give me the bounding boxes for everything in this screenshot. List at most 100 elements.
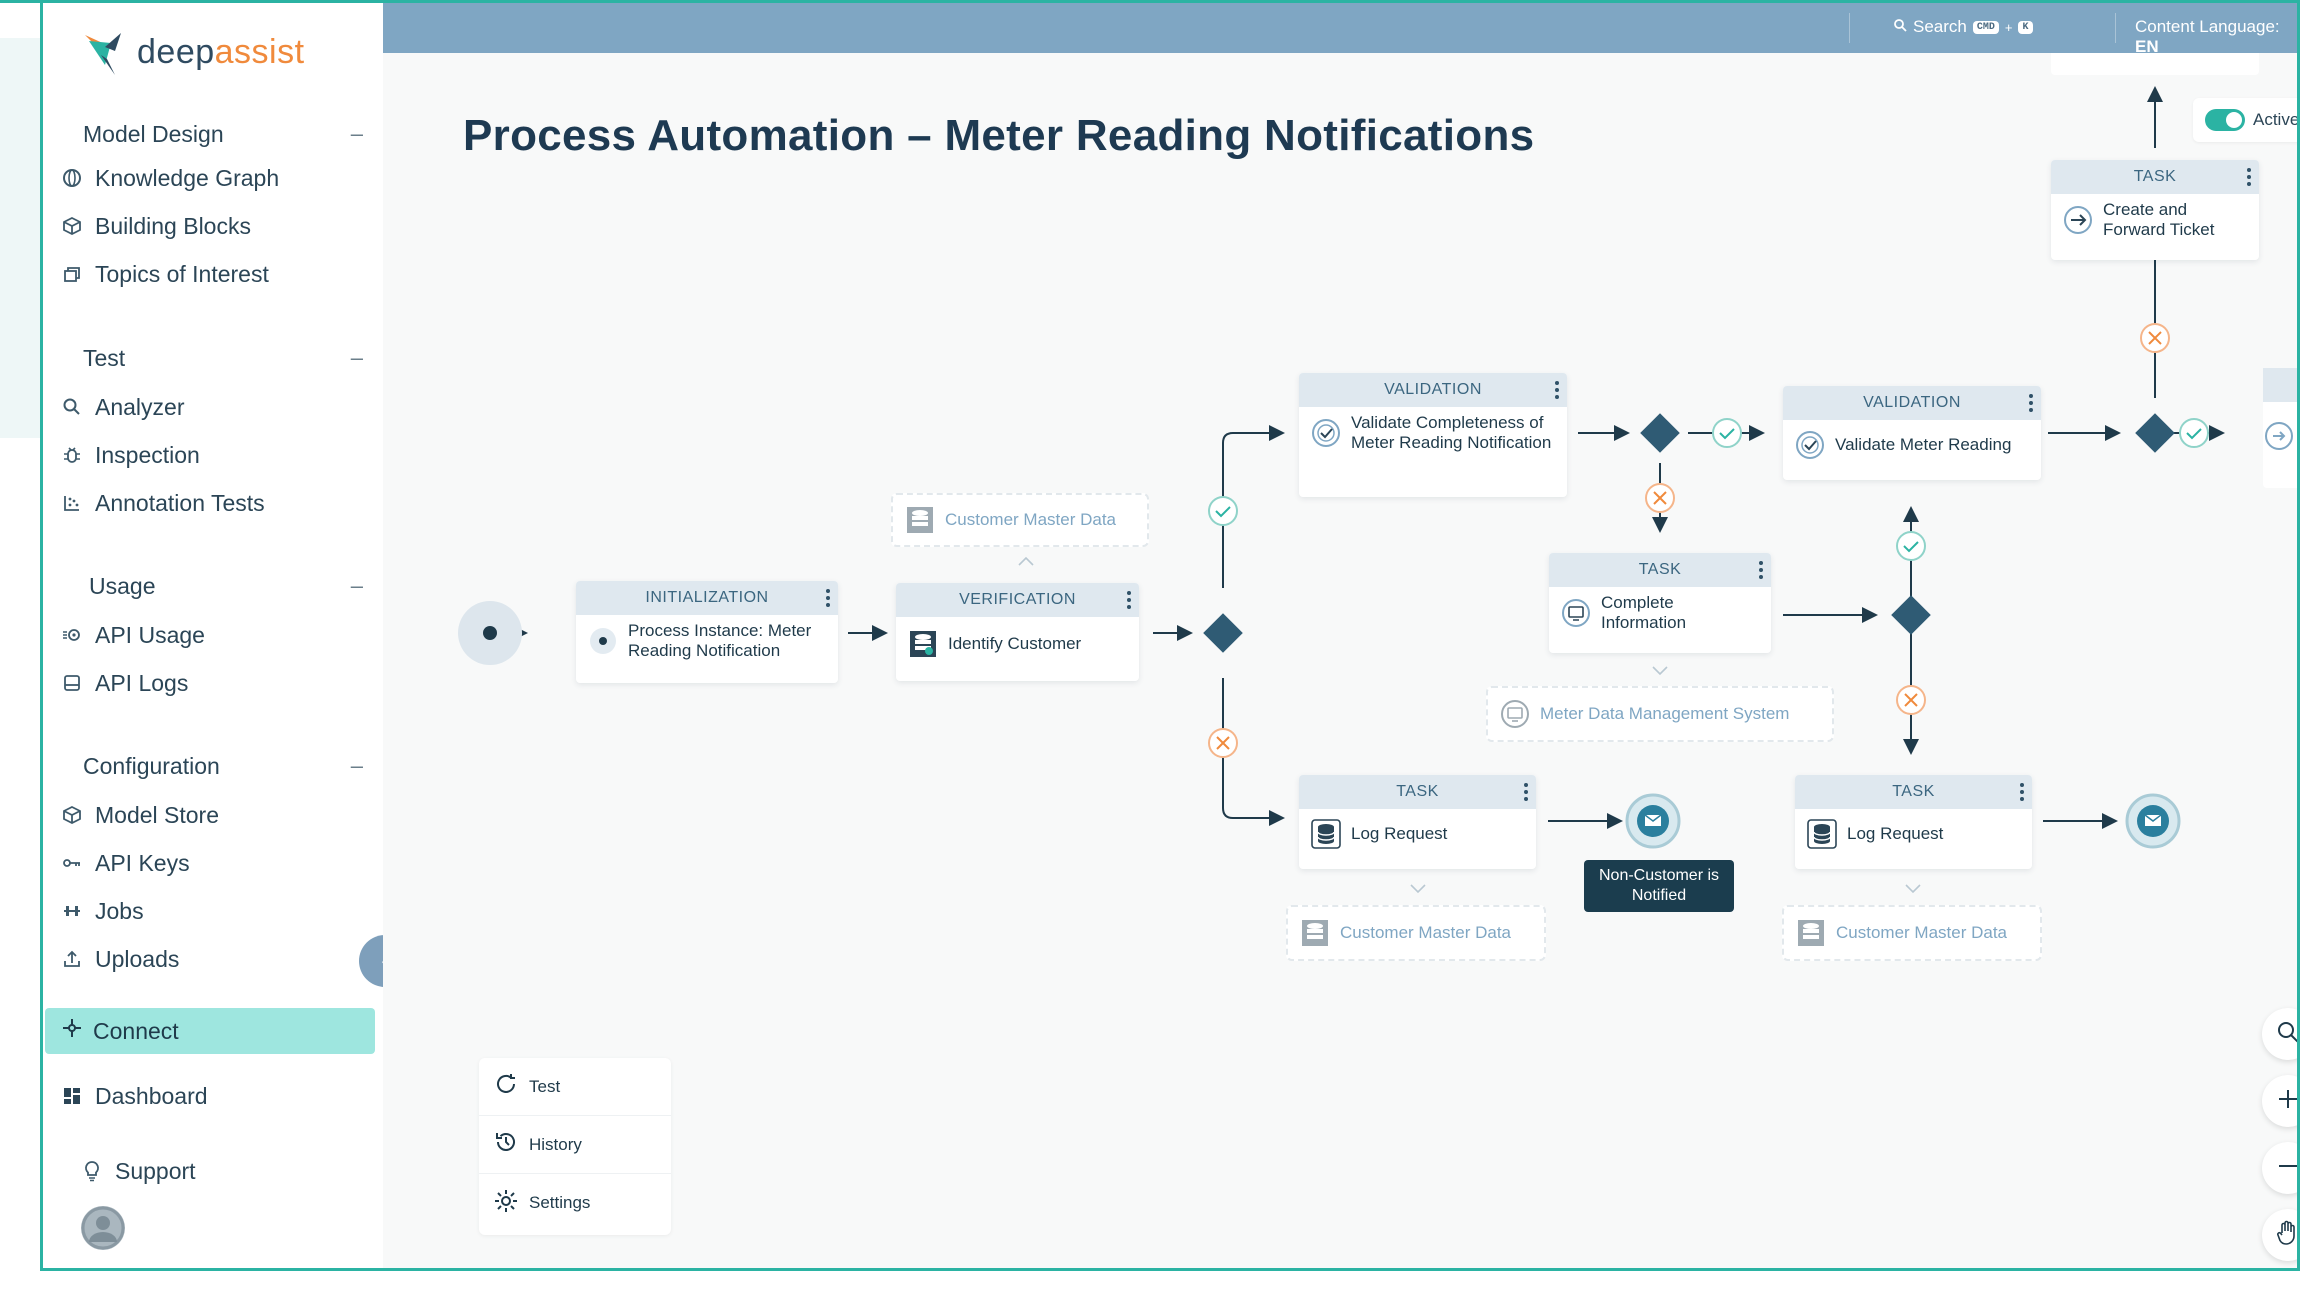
section-usage[interactable]: Usage – (83, 573, 373, 600)
divider (1849, 13, 1850, 43)
pan-tool-button[interactable] (2262, 1209, 2297, 1261)
stack-icon (61, 263, 83, 285)
shortcut-key-cmd: CMD (1972, 20, 1999, 34)
sidebar-item-label: Knowledge Graph (95, 164, 280, 191)
node-label: Log Request (1847, 824, 1944, 843)
sidebar-item-topics-of-interest[interactable]: Topics of Interest (61, 257, 269, 291)
process-node-log-request[interactable]: TASK Log Request (1795, 775, 2032, 869)
sidebar-item-label: API Usage (95, 621, 205, 648)
sidebar-item-support[interactable]: Support (81, 1154, 196, 1188)
content-language-selector[interactable]: Content Language: EN (2135, 17, 2297, 57)
data-store-customer-master-data[interactable]: Customer Master Data (891, 493, 1149, 547)
section-model-design[interactable]: Model Design – (83, 121, 373, 148)
more-options-icon[interactable] (2247, 168, 2251, 186)
chart-icon (61, 492, 83, 514)
history-button[interactable]: History (479, 1116, 671, 1174)
cube-icon (61, 215, 83, 237)
background-decoration (0, 38, 40, 438)
page-title: Process Automation – Meter Reading Notif… (463, 111, 1535, 160)
monitor-icon (1561, 598, 1591, 628)
process-node-validate-meter-reading[interactable]: VALIDATION Validate Meter Reading (1783, 386, 2041, 480)
sidebar-item-uploads[interactable]: Uploads (61, 942, 179, 976)
more-options-icon[interactable] (826, 589, 830, 607)
shortcut-key-k: K (2018, 20, 2033, 34)
sidebar-item-building-blocks[interactable]: Building Blocks (61, 209, 251, 243)
gear-icon (493, 1188, 519, 1219)
process-canvas[interactable]: Process Automation – Meter Reading Notif… (383, 53, 2300, 1268)
database-user-icon (908, 629, 938, 659)
sidebar-item-api-logs[interactable]: API Logs (61, 666, 188, 700)
sidebar-item-api-usage[interactable]: API Usage (61, 618, 205, 652)
data-store-customer-master-data[interactable]: Customer Master Data (1782, 905, 2042, 961)
collapse-section-icon[interactable]: – (350, 345, 363, 370)
language-label: Content Language: (2135, 17, 2280, 36)
monitor-icon (1500, 699, 1530, 729)
sidebar-item-dashboard[interactable]: Dashboard (61, 1079, 208, 1113)
process-node-complete-information[interactable]: TASK Complete Information (1549, 553, 1771, 653)
process-node-log-request[interactable]: TASK Log Request (1299, 775, 1536, 869)
sidebar-item-jobs[interactable]: Jobs (61, 894, 144, 928)
data-store-meter-data-management-system[interactable]: Meter Data Management System (1486, 686, 1834, 742)
section-title: Configuration (83, 753, 220, 779)
sidebar-item-label: Connect (93, 1017, 179, 1044)
sidebar-item-model-store[interactable]: Model Store (61, 798, 219, 832)
test-button[interactable]: Test (479, 1058, 671, 1116)
search-canvas-button[interactable] (2262, 1008, 2297, 1060)
node-label: Log Request (1351, 824, 1448, 843)
menu-item-label: History (529, 1134, 582, 1154)
more-options-icon[interactable] (2020, 783, 2024, 801)
search-button[interactable]: Search CMD + K (1893, 17, 2033, 37)
process-node-offscreen (2051, 53, 2259, 75)
more-options-icon[interactable] (1524, 783, 1528, 801)
sidebar-item-label: Analyzer (95, 393, 185, 420)
process-node-initialization[interactable]: INITIALIZATION Process Instance: Meter R… (576, 581, 838, 683)
active-toggle[interactable]: Active (2193, 98, 2300, 142)
sidebar-item-api-keys[interactable]: API Keys (61, 846, 190, 880)
data-store-customer-master-data[interactable]: Customer Master Data (1286, 905, 1546, 961)
user-avatar[interactable] (81, 1206, 125, 1250)
toggle-switch[interactable] (2205, 109, 2245, 131)
arrow-right-circle-icon (2063, 205, 2093, 235)
sidebar-item-label: Topics of Interest (95, 260, 269, 287)
status-label: Active (2253, 110, 2300, 129)
node-label: Identify Customer (948, 634, 1082, 653)
data-store-label: Customer Master Data (1340, 923, 1511, 942)
more-options-icon[interactable] (1127, 591, 1131, 609)
settings-button[interactable]: Settings (479, 1174, 671, 1232)
sidebar-item-inspection[interactable]: Inspection (61, 438, 200, 472)
database-user-icon (1796, 918, 1826, 948)
collapse-section-icon[interactable]: – (350, 121, 363, 146)
refresh-icon (493, 1071, 519, 1102)
more-options-icon[interactable] (2029, 394, 2033, 412)
sidebar: deepassist Model Design – Knowledge Grap… (43, 3, 383, 1268)
logo[interactable]: deepassist (81, 25, 305, 79)
section-test[interactable]: Test – (83, 345, 373, 372)
node-label: Validate Completeness of Meter Reading N… (1351, 413, 1552, 452)
sidebar-item-knowledge-graph[interactable]: Knowledge Graph (61, 161, 279, 195)
sidebar-item-analyzer[interactable]: Analyzer (61, 390, 184, 424)
section-configuration[interactable]: Configuration – (83, 753, 373, 780)
sidebar-item-label: Annotation Tests (95, 489, 265, 516)
sidebar-item-label: Uploads (95, 945, 180, 972)
sidebar-item-connect[interactable]: Connect (45, 1008, 375, 1054)
node-label: Complete Information (1601, 593, 1687, 632)
node-category: INITIALIZATION (645, 589, 769, 606)
search-icon (2275, 1019, 2297, 1050)
more-options-icon[interactable] (1555, 381, 1559, 399)
process-node-verification[interactable]: VERIFICATION Identify Customer (896, 583, 1139, 681)
zoom-out-button[interactable] (2262, 1142, 2297, 1194)
more-options-icon[interactable] (1759, 561, 1763, 579)
hand-icon (2275, 1219, 2297, 1252)
process-node-validate-completeness[interactable]: VALIDATION Validate Completeness of Mete… (1299, 373, 1567, 497)
collapse-section-icon[interactable]: – (350, 573, 363, 598)
bug-icon (61, 444, 83, 466)
process-node-create-ticket[interactable]: TASK Create and Forward Ticket (2051, 160, 2259, 260)
canvas-actions-menu: Test History Settings (479, 1058, 671, 1235)
sidebar-item-label: Support (115, 1157, 196, 1184)
section-title: Model Design (83, 121, 224, 147)
collapse-section-icon[interactable]: – (350, 753, 363, 778)
sidebar-item-annotation-tests[interactable]: Annotation Tests (61, 486, 265, 520)
node-category: VALIDATION (1384, 381, 1482, 398)
api-usage-icon (61, 624, 83, 646)
zoom-in-button[interactable] (2262, 1075, 2297, 1127)
